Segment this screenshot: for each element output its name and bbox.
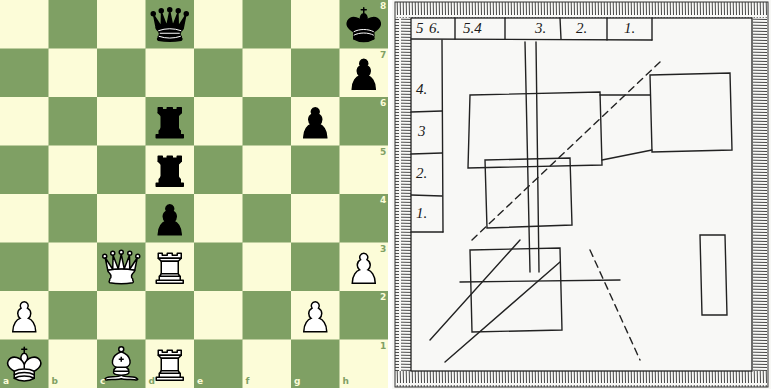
sketch-label: 3. xyxy=(535,21,546,36)
file-coordinate: g xyxy=(294,377,300,386)
sketch-label: 5 xyxy=(416,21,424,36)
sketch-label: 6. xyxy=(429,21,440,36)
black-piece-details xyxy=(158,29,374,38)
white-pieces xyxy=(8,250,376,381)
rank-coordinate: 4 xyxy=(380,196,386,205)
file-coordinate: d xyxy=(149,377,155,386)
sketch-ground xyxy=(392,0,771,389)
sketch-label: 4. xyxy=(416,82,427,97)
file-coordinate: e xyxy=(197,377,203,386)
file-coordinate: h xyxy=(343,377,349,386)
rank-coordinate: 5 xyxy=(380,148,386,157)
black-pieces xyxy=(151,8,380,235)
sketch-label: 3 xyxy=(418,124,426,139)
rank-coordinate: 1 xyxy=(380,342,386,351)
sketch-label: 2. xyxy=(576,21,587,36)
rank-coordinate: 3 xyxy=(380,245,386,254)
sketch-label: 2. xyxy=(416,166,427,181)
chess-board xyxy=(0,0,388,388)
sketch-label: 5.4 xyxy=(463,21,482,36)
rank-coordinate: 6 xyxy=(380,99,386,108)
file-coordinate: b xyxy=(52,377,58,386)
sketch-label: 1. xyxy=(416,206,427,221)
sketch-lines xyxy=(411,18,732,362)
file-coordinate: f xyxy=(246,377,250,386)
sketch-frame xyxy=(395,2,768,387)
rank-coordinate: 8 xyxy=(380,2,386,11)
file-coordinate: a xyxy=(3,377,9,386)
sketch-label: 1. xyxy=(624,21,635,36)
rank-coordinate: 7 xyxy=(380,51,386,60)
rank-coordinate: 2 xyxy=(380,293,386,302)
file-coordinate: c xyxy=(100,377,105,386)
